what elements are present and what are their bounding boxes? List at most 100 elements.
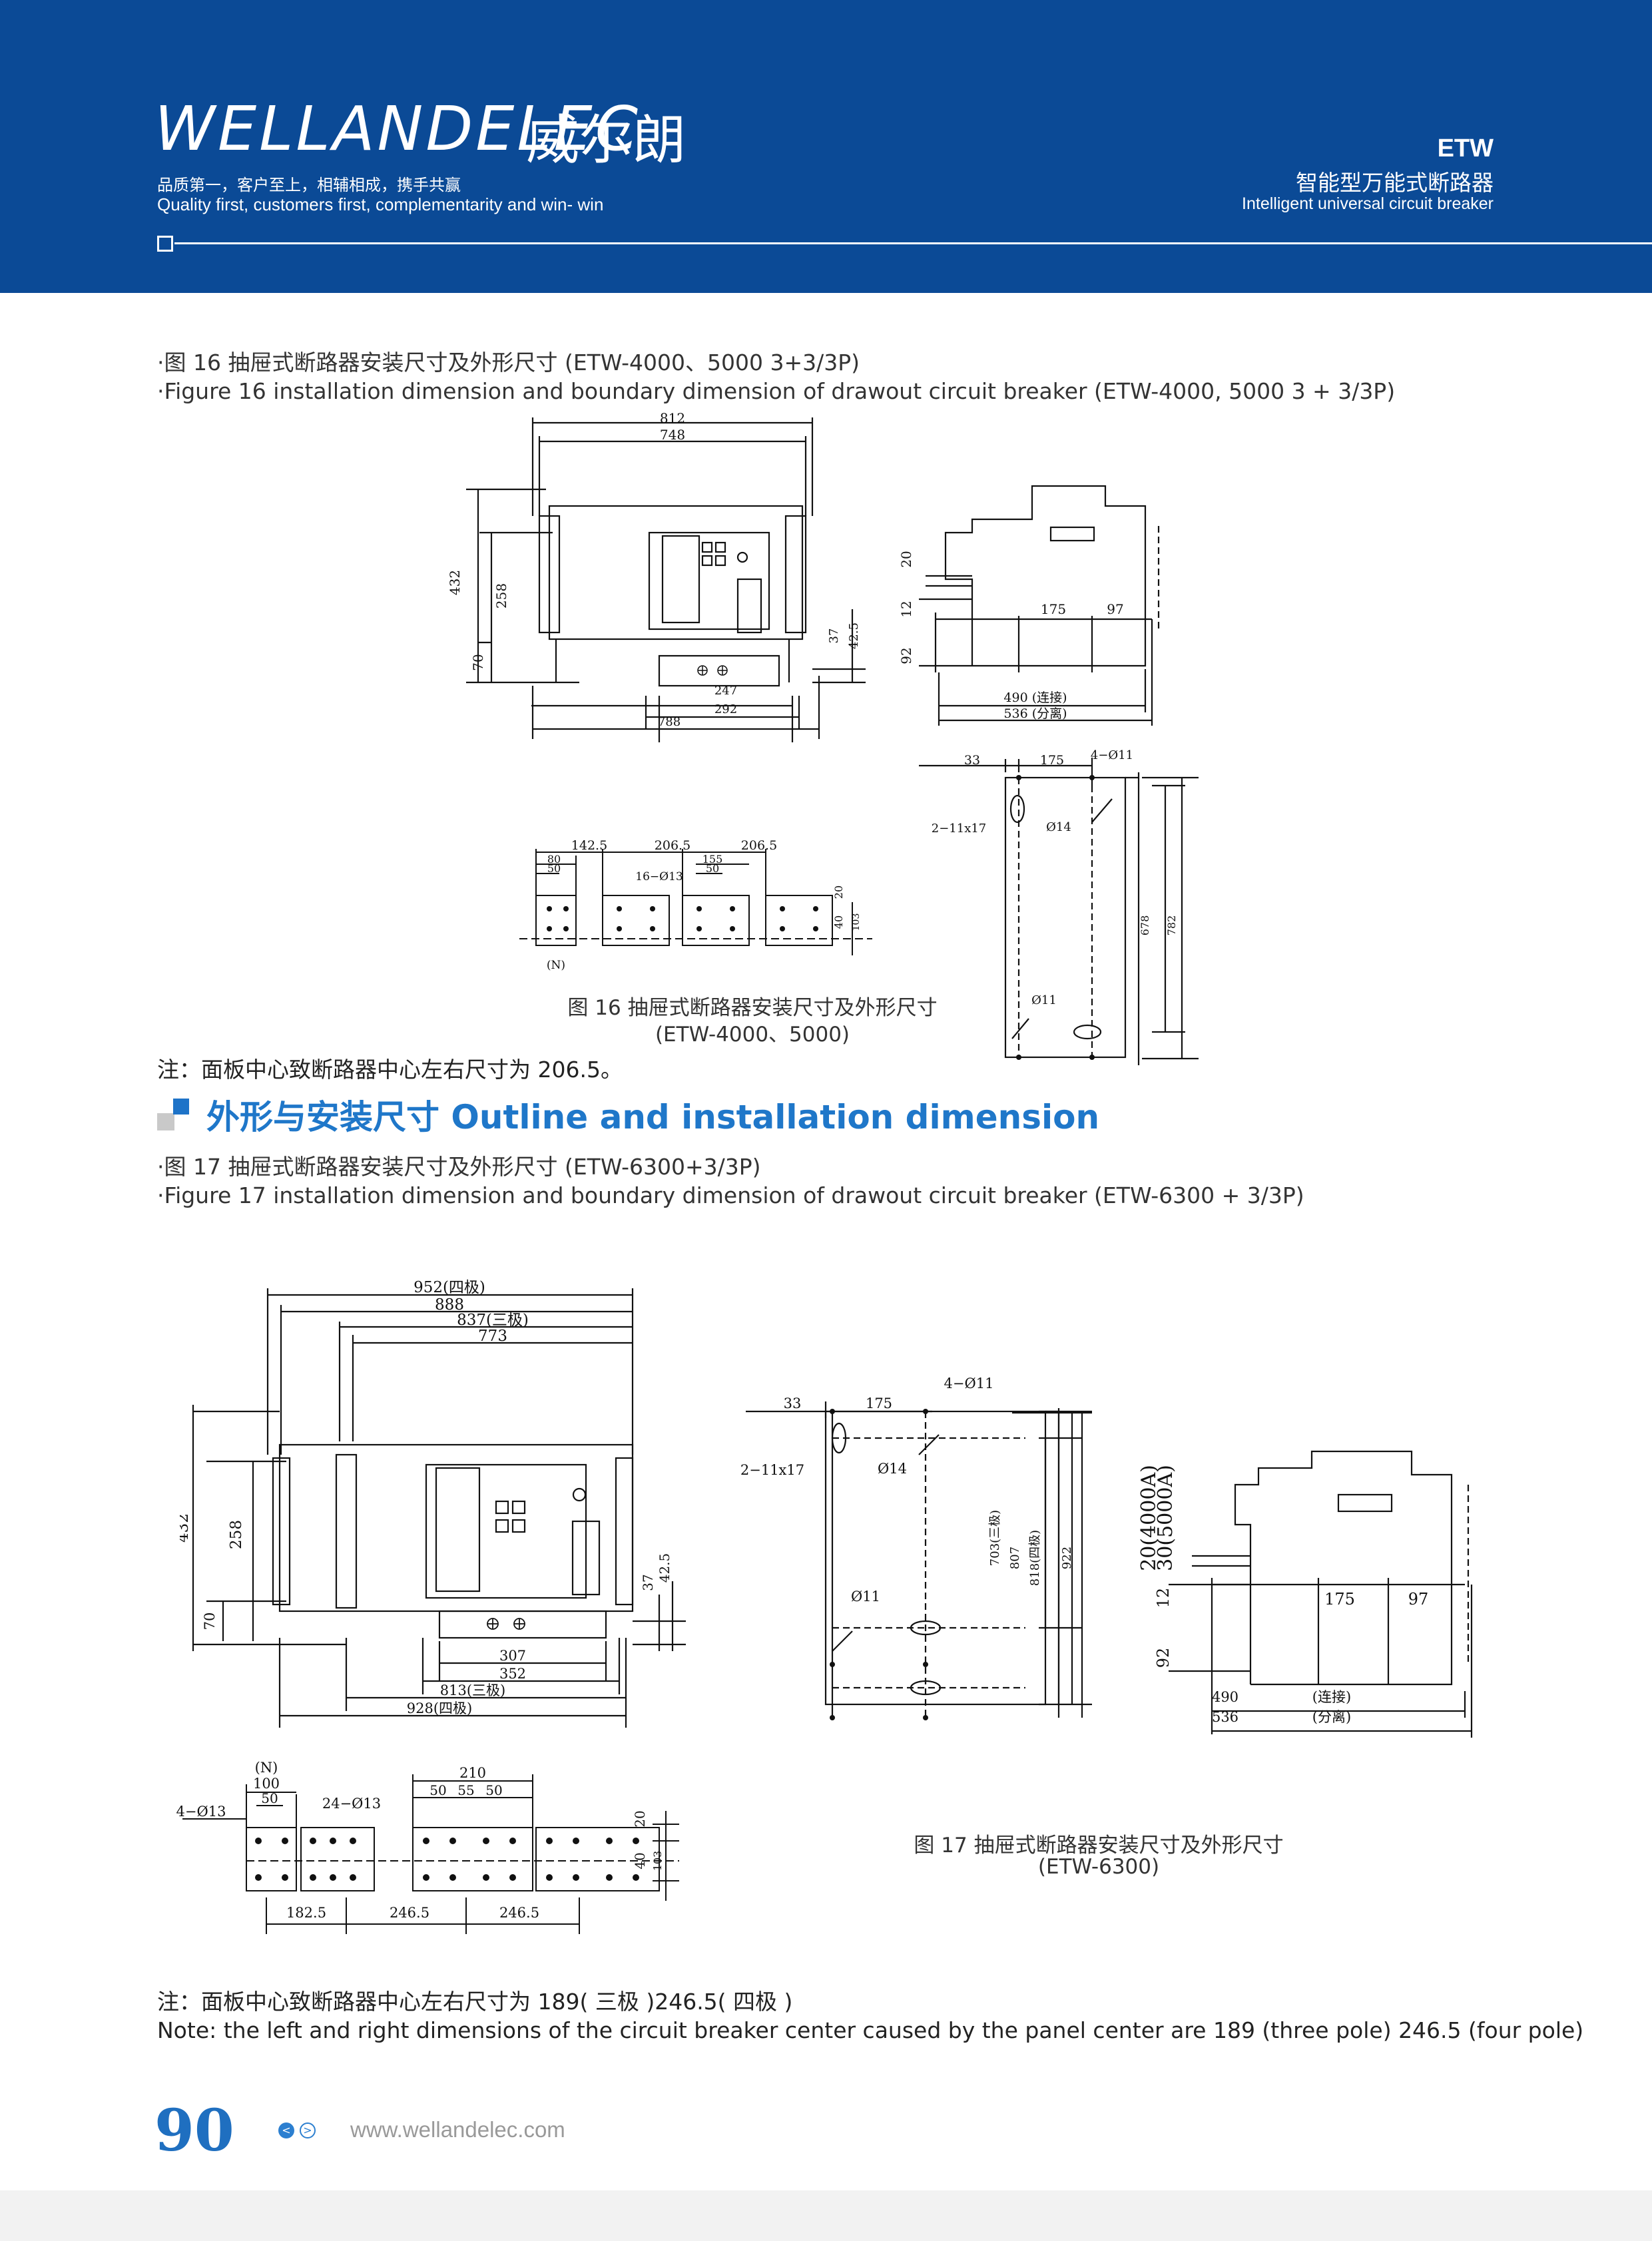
dim-142-5: 142.5 <box>571 838 607 853</box>
product-code: ETW <box>1437 134 1494 162</box>
footer-nav: <> <box>278 2122 321 2138</box>
dim-678: 678 <box>1139 915 1151 936</box>
dim-258: 258 <box>493 583 509 609</box>
dim-30-5000a: 30(5000A) <box>1154 1465 1177 1571</box>
dim-782: 782 <box>1165 915 1178 936</box>
dim-432: 432 <box>180 1513 192 1543</box>
dim-97: 97 <box>1107 601 1123 617</box>
figure16-caption-en: ·Figure 16 installation dimension and bo… <box>157 378 1396 404</box>
dim-55: 55 <box>457 1782 474 1798</box>
dim-80: 80 <box>547 853 561 866</box>
dim-20: 20 <box>898 551 914 567</box>
dim-307: 307 <box>499 1648 526 1664</box>
dim-50b: 50 <box>429 1782 446 1798</box>
page-header: WELLANDELEC 威尔朗 品质第一，客户至上，相辅相成，携手共赢 Qual… <box>0 0 1652 293</box>
dim-536-label: (分离) <box>1312 1709 1351 1725</box>
figure16-side-view: 20 12 92 175 97 490 (连接) 536 (分离) <box>898 485 1160 726</box>
dim-155: 155 <box>702 853 723 866</box>
dim-773: 773 <box>478 1328 507 1345</box>
dim-33: 33 <box>784 1395 802 1411</box>
dim-24-holes-13: 24−Ø13 <box>322 1796 381 1812</box>
dim-42-5: 42.5 <box>847 622 861 649</box>
dim-50a: 50 <box>547 862 561 875</box>
dim-490-label: (连接) <box>1312 1689 1351 1705</box>
header-square-icon <box>157 236 173 252</box>
dim-432: 432 <box>447 570 463 595</box>
dim-37: 37 <box>827 628 841 644</box>
dim-4-holes-13: 4−Ø13 <box>176 1804 226 1820</box>
dim-40: 40 <box>832 915 845 929</box>
dim-536: 536 (分离) <box>1003 706 1067 721</box>
dim-92: 92 <box>898 647 914 664</box>
dim-175: 175 <box>1324 1590 1355 1609</box>
dim-206-5a: 206.5 <box>655 838 690 853</box>
dim-hole-14: Ø14 <box>1046 820 1071 834</box>
figure16-front-view: 812 748 432 258 70 37 42.5 247 292 788 <box>447 410 866 742</box>
dim-490: 490 <box>1212 1689 1239 1705</box>
dim-103: 103 <box>651 1851 664 1871</box>
dim-807: 807 <box>1008 1547 1022 1569</box>
dim-50b: 50 <box>706 862 719 875</box>
dim-748: 748 <box>660 427 685 443</box>
dim-97: 97 <box>1408 1590 1429 1609</box>
dim-hole-14: Ø14 <box>878 1461 907 1477</box>
dim-182-5: 182.5 <box>286 1905 326 1921</box>
figure17-caption-cn: ·图 17 抽屉式断路器安装尺寸及外形尺寸 (ETW-6300+3/3P) <box>157 1154 761 1180</box>
dim-2-slots: 2−11x17 <box>740 1462 804 1478</box>
dim-812: 812 <box>660 410 685 426</box>
dim-928: 928(四极) <box>407 1700 472 1716</box>
dim-42-5: 42.5 <box>657 1553 673 1583</box>
section-title: 外形与安装尺寸 Outline and installation dimensi… <box>206 1098 1100 1136</box>
dim-490: 490 (连接) <box>1003 690 1067 705</box>
brand-logo: WELLANDELEC <box>154 93 641 164</box>
dim-12: 12 <box>898 601 914 617</box>
dim-922: 922 <box>1060 1547 1074 1569</box>
dim-20: 20 <box>832 885 845 899</box>
dim-103: 103 <box>851 913 862 931</box>
page-number: 90 <box>154 2097 234 2164</box>
figure17-mounting-view: 33 175 4−Ø11 2−11x17 Ø14 Ø11 703(三极) 807… <box>740 1375 1092 1720</box>
website-link[interactable]: www.wellandelec.com <box>350 2117 565 2142</box>
figure17-caption-en: ·Figure 17 installation dimension and bo… <box>157 1182 1304 1208</box>
figure16-label-2: (ETW-4000、5000) <box>655 1023 850 1047</box>
dim-292: 292 <box>714 702 737 716</box>
dim-175: 175 <box>866 1395 892 1411</box>
section-square-icon <box>157 1099 189 1130</box>
figure16-note: 注：面板中心致断路器中心左右尺寸为 206.5。 <box>157 1057 623 1083</box>
prev-page-icon[interactable]: < <box>278 2122 294 2138</box>
product-name-cn: 智能型万能式断路器 <box>1296 170 1494 196</box>
figure16-label-1: 图 16 抽屉式断路器安装尺寸及外形尺寸 <box>567 996 938 1020</box>
figure17-side-view: 20(4000A) 30(5000A) 12 92 175 97 490 (连接… <box>1137 1450 1473 1738</box>
figure16-caption-cn: ·图 16 抽屉式断路器安装尺寸及外形尺寸 (ETW-4000、5000 3+3… <box>157 350 860 375</box>
dim-92: 92 <box>1154 1648 1173 1668</box>
dim-352: 352 <box>499 1666 526 1682</box>
dim-20-4000a: 20(4000A) <box>1137 1465 1161 1571</box>
dim-12: 12 <box>1154 1588 1173 1609</box>
slogan-cn: 品质第一，客户至上，相辅相成，携手共赢 <box>157 176 461 194</box>
dim-247: 247 <box>714 684 737 698</box>
dim-952: 952(四极) <box>413 1279 485 1296</box>
dim-33: 33 <box>964 753 980 768</box>
dim-70: 70 <box>470 654 486 670</box>
label-neutral: (N) <box>255 1760 278 1776</box>
dim-206-5b: 206.5 <box>741 838 777 853</box>
dim-813: 813(三极) <box>440 1682 505 1698</box>
figure16-busbar-view: 142.5 206.5 206.5 80 50 16−Ø13 155 50 20… <box>519 838 872 972</box>
figure17-note-cn: 注：面板中心致断路器中心左右尺寸为 189( 三极 )246.5( 四极 ) <box>157 1989 793 2015</box>
product-name-en: Intelligent universal circuit breaker <box>1242 194 1494 213</box>
next-page-icon[interactable]: > <box>300 2122 316 2138</box>
dim-258: 258 <box>228 1520 245 1549</box>
dim-888: 888 <box>435 1296 464 1314</box>
dim-50c: 50 <box>485 1782 502 1798</box>
dim-50a: 50 <box>261 1790 278 1806</box>
dim-536: 536 <box>1212 1709 1239 1725</box>
figure17-note-en: Note: the left and right dimensions of t… <box>157 2017 1584 2043</box>
dim-175: 175 <box>1040 753 1064 768</box>
figure17-front-view: 952(四极) 888 837(三极) 773 432 258 70 37 42… <box>180 1279 686 1728</box>
dim-37: 37 <box>640 1574 656 1591</box>
dim-703: 703(三极) <box>988 1510 1002 1566</box>
figure17-label-2: (ETW-6300) <box>1037 1855 1160 1879</box>
dim-210: 210 <box>459 1765 486 1781</box>
dim-40: 40 <box>632 1852 648 1869</box>
dim-837: 837(三极) <box>457 1312 529 1329</box>
